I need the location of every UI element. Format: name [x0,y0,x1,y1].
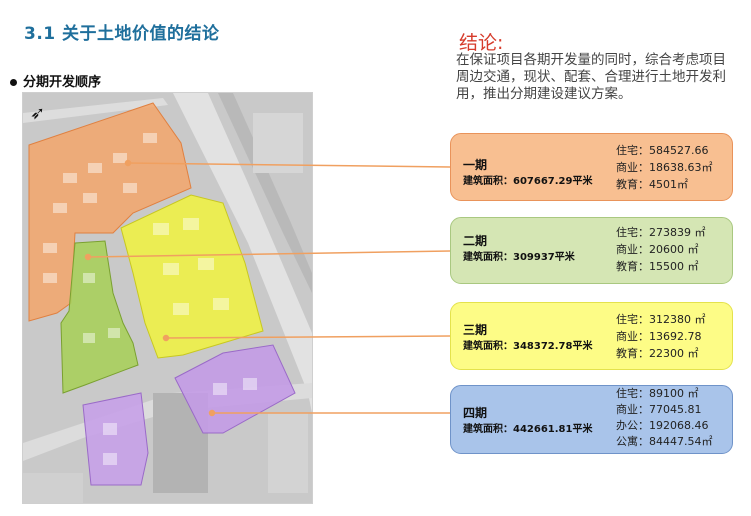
section-subheading: 分期开发顺序 [10,71,101,90]
phase-2-stat: 教育：15500 ㎡ [616,260,699,273]
phase-1-stat: 住宅：584527.66 [616,144,709,157]
subheading-text: 分期开发顺序 [23,75,102,90]
phase-4-card: 四期 建筑面积：442661.81平米 住宅：89100 ㎡ 商业：77045.… [450,385,733,454]
conclusion-text: 在保证项目各期开发量的同时，综合考虑项目周边交通，现状、配套、合理进行土地开发利… [456,52,726,102]
phase-2-stat: 商业：20600 ㎡ [616,243,699,256]
phase-4-area: 建筑面积：442661.81平米 [463,424,593,435]
phase-3-stat: 商业：13692.78 [616,330,702,343]
phase3-zone [120,194,264,359]
phase-2-stat: 住宅：273839 ㎡ [616,226,706,239]
phase-4-stats: 住宅：89100 ㎡ 商业：77045.81 办公：192068.46 公寓：8… [616,386,713,450]
phase4-zone-east [174,344,296,434]
conclusion-heading: 结论: [459,32,504,54]
north-arrow-icon: ➶ [30,103,46,124]
phase1-zone [28,102,192,322]
phase-1-area: 建筑面积：607667.29平米 [463,176,593,187]
phase-4-stat: 商业：77045.81 [616,403,702,416]
phase-4-name: 四期 [463,406,488,420]
phase-2-card: 二期 建筑面积：309937平米 住宅：273839 ㎡ 商业：20600 ㎡ … [450,217,733,284]
phase-2-area: 建筑面积：309937平米 [463,252,575,263]
phase-4-stat: 办公：192068.46 [616,419,709,432]
phase-3-stats: 住宅：312380 ㎡ 商业：13692.78 教育：22300 ㎡ [616,311,706,362]
phase-3-stat: 教育：22300 ㎡ [616,347,699,360]
phase-4-stat: 公寓：84447.54㎡ [616,435,713,448]
phase-2-name: 二期 [463,234,488,248]
phase-1-card: 一期 建筑面积：607667.29平米 住宅：584527.66 商业：1863… [450,133,733,201]
site-plan-drawing [23,93,312,503]
phase-1-name: 一期 [463,158,488,172]
page-title: 3.1 关于土地价值的结论 [24,24,220,44]
site-plan-map: ➶ [22,92,313,504]
phase-3-area: 建筑面积：348372.78平米 [463,341,593,352]
phase-1-stat: 商业：18638.63㎡ [616,161,713,174]
phase-3-stat: 住宅：312380 ㎡ [616,313,706,326]
phase2-zone [60,240,139,394]
phase-3-card: 三期 建筑面积：348372.78平米 住宅：312380 ㎡ 商业：13692… [450,302,733,370]
bullet-icon [10,79,17,86]
phase-3-name: 三期 [463,323,488,337]
phase-2-stats: 住宅：273839 ㎡ 商业：20600 ㎡ 教育：15500 ㎡ [616,224,706,275]
phase-4-stat: 住宅：89100 ㎡ [616,387,699,400]
phase4-zone-west [82,392,149,486]
phase-1-stat: 教育：4501㎡ [616,178,688,191]
phase-1-stats: 住宅：584527.66 商业：18638.63㎡ 教育：4501㎡ [616,142,713,193]
